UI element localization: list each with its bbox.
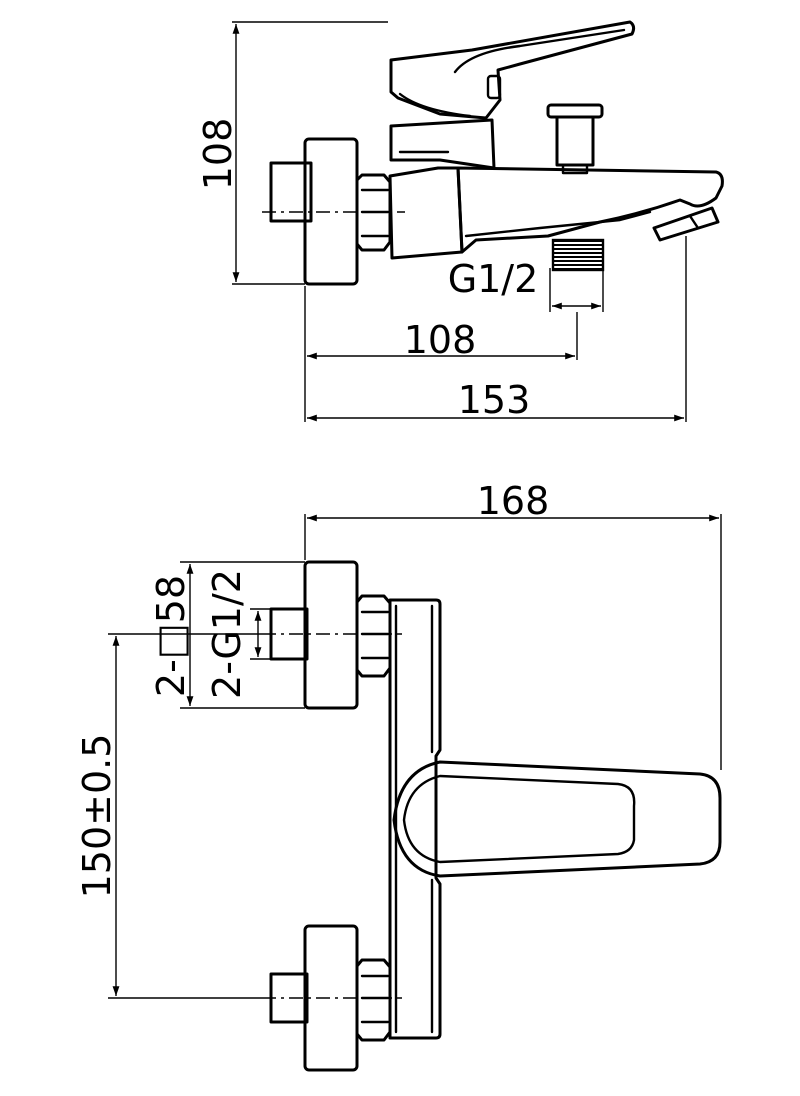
side-nut (355, 173, 392, 252)
dim-depth-outlet: 108 (404, 318, 477, 362)
front-handle (392, 760, 722, 878)
side-diverter-stem (555, 115, 595, 167)
dim-center-distance: 150±0.5 (75, 734, 119, 899)
front-body-bar (388, 598, 442, 1040)
side-outlet-thread (551, 238, 605, 272)
side-view: 108 G1/2 108 153 (196, 20, 724, 422)
dim-thread-top: G1/2 (448, 257, 539, 301)
side-column (389, 118, 496, 170)
dim-top-height: 108 (196, 118, 240, 191)
front-upper-nut (355, 594, 392, 678)
dim-overall-width: 168 (477, 479, 550, 523)
side-inlet-stub (269, 161, 313, 223)
dim-overall-depth: 153 (458, 378, 531, 422)
front-view: 168 150±0.5 2-□58 2-G1/2 (75, 479, 722, 1072)
dim-inlet-thread: 2-G1/2 (205, 569, 249, 699)
side-body-block (388, 166, 464, 260)
dim-flange: 2-□58 (149, 575, 193, 697)
side-diverter-cap (546, 103, 604, 119)
side-handle (389, 20, 636, 120)
front-lower-nut (355, 958, 392, 1042)
side-spout-tip (652, 206, 720, 242)
front-upper-flange (303, 560, 359, 710)
side-spout (456, 166, 724, 254)
